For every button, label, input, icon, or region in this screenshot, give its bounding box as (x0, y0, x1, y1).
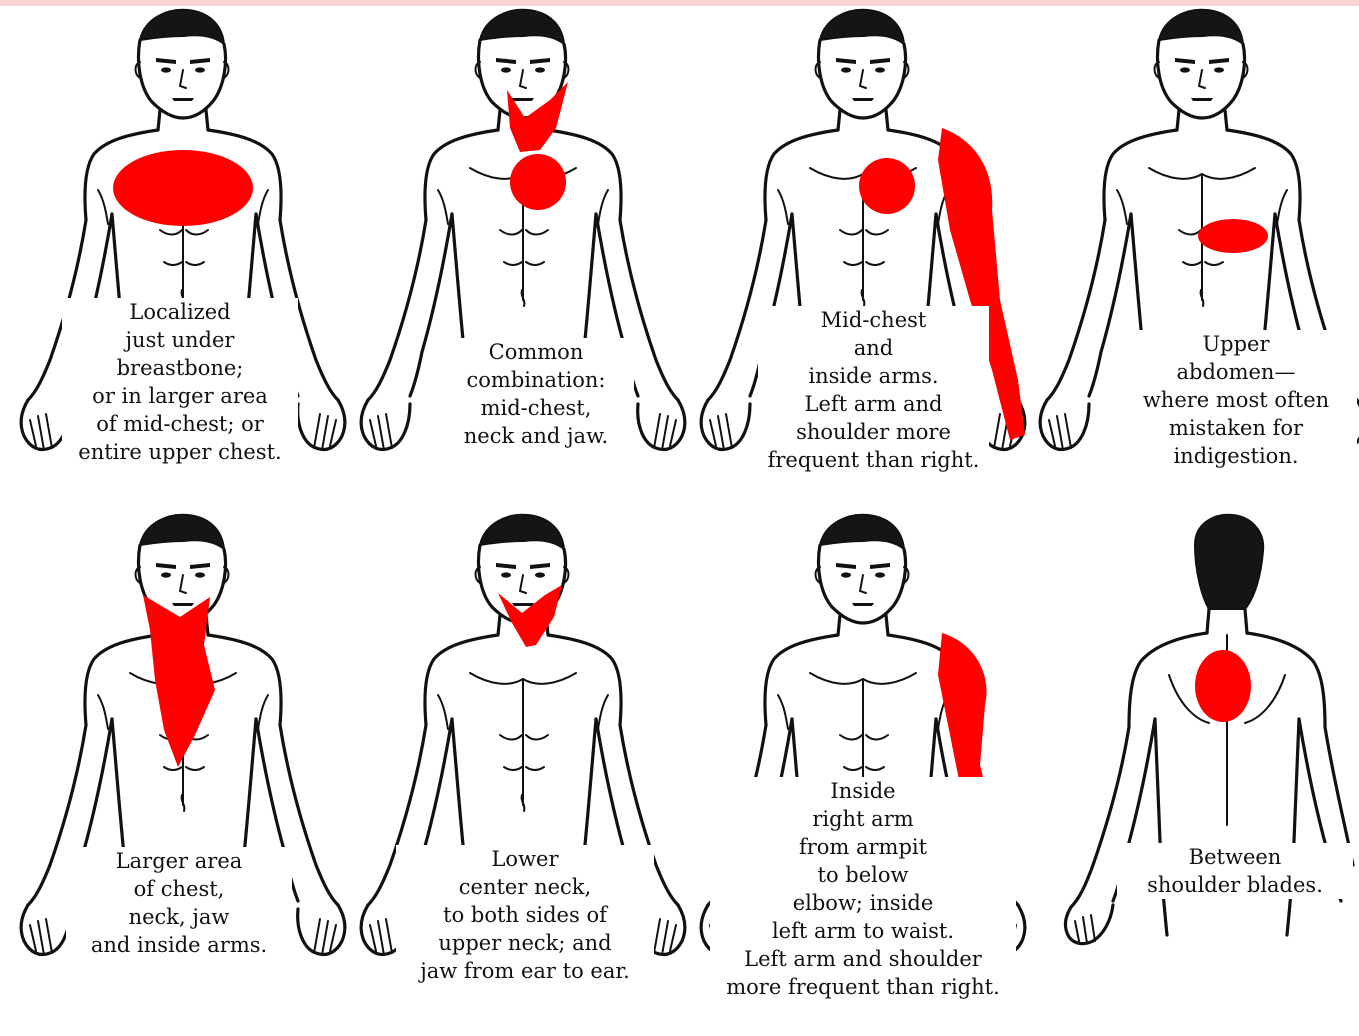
pain-area-chest (113, 150, 253, 226)
caption: Lower center neck, to both sides of uppe… (396, 845, 654, 985)
pain-area-upper-abdomen (1198, 219, 1268, 253)
caption: Upper abdomen— where most often mistaken… (1115, 330, 1357, 470)
caption: Between shoulder blades. (1117, 843, 1353, 899)
figure-mid-chest-inside-arms: Mid-chest and inside arms. Left arm and … (680, 0, 1020, 510)
figure-upper-abdomen: Upper abdomen— where most often mistaken… (1019, 0, 1359, 510)
pain-area-chest-neck-jaw (143, 595, 215, 767)
figure-inside-arms: Inside right arm from armpit to below el… (680, 505, 1020, 1015)
pain-area-mid-chest (859, 158, 915, 214)
figure-common-combination: Common combination: mid-chest, neck and … (340, 0, 680, 510)
figure-between-shoulder-blades: Between shoulder blades. (1019, 505, 1359, 1015)
back-body-illustration (1019, 505, 1359, 1015)
figure-larger-chest-neck-jaw: Larger area of chest, neck, jaw and insi… (0, 505, 340, 1015)
caption: Common combination: mid-chest, neck and … (438, 338, 634, 450)
figure-lower-neck-jaw: Lower center neck, to both sides of uppe… (340, 505, 680, 1015)
pain-area-lower-neck-jaw (498, 585, 562, 647)
caption: Inside right arm from armpit to below el… (710, 777, 1016, 1001)
pain-area-between-shoulder-blades (1195, 650, 1251, 722)
pain-area-mid-chest (510, 154, 566, 210)
caption: Larger area of chest, neck, jaw and insi… (66, 847, 292, 959)
figure-chest-localized: Localized just under breastbone; or in l… (0, 0, 340, 510)
pain-area-neck-jaw (507, 82, 568, 152)
caption: Mid-chest and inside arms. Left arm and … (758, 306, 989, 474)
caption: Localized just under breastbone; or in l… (62, 298, 298, 466)
